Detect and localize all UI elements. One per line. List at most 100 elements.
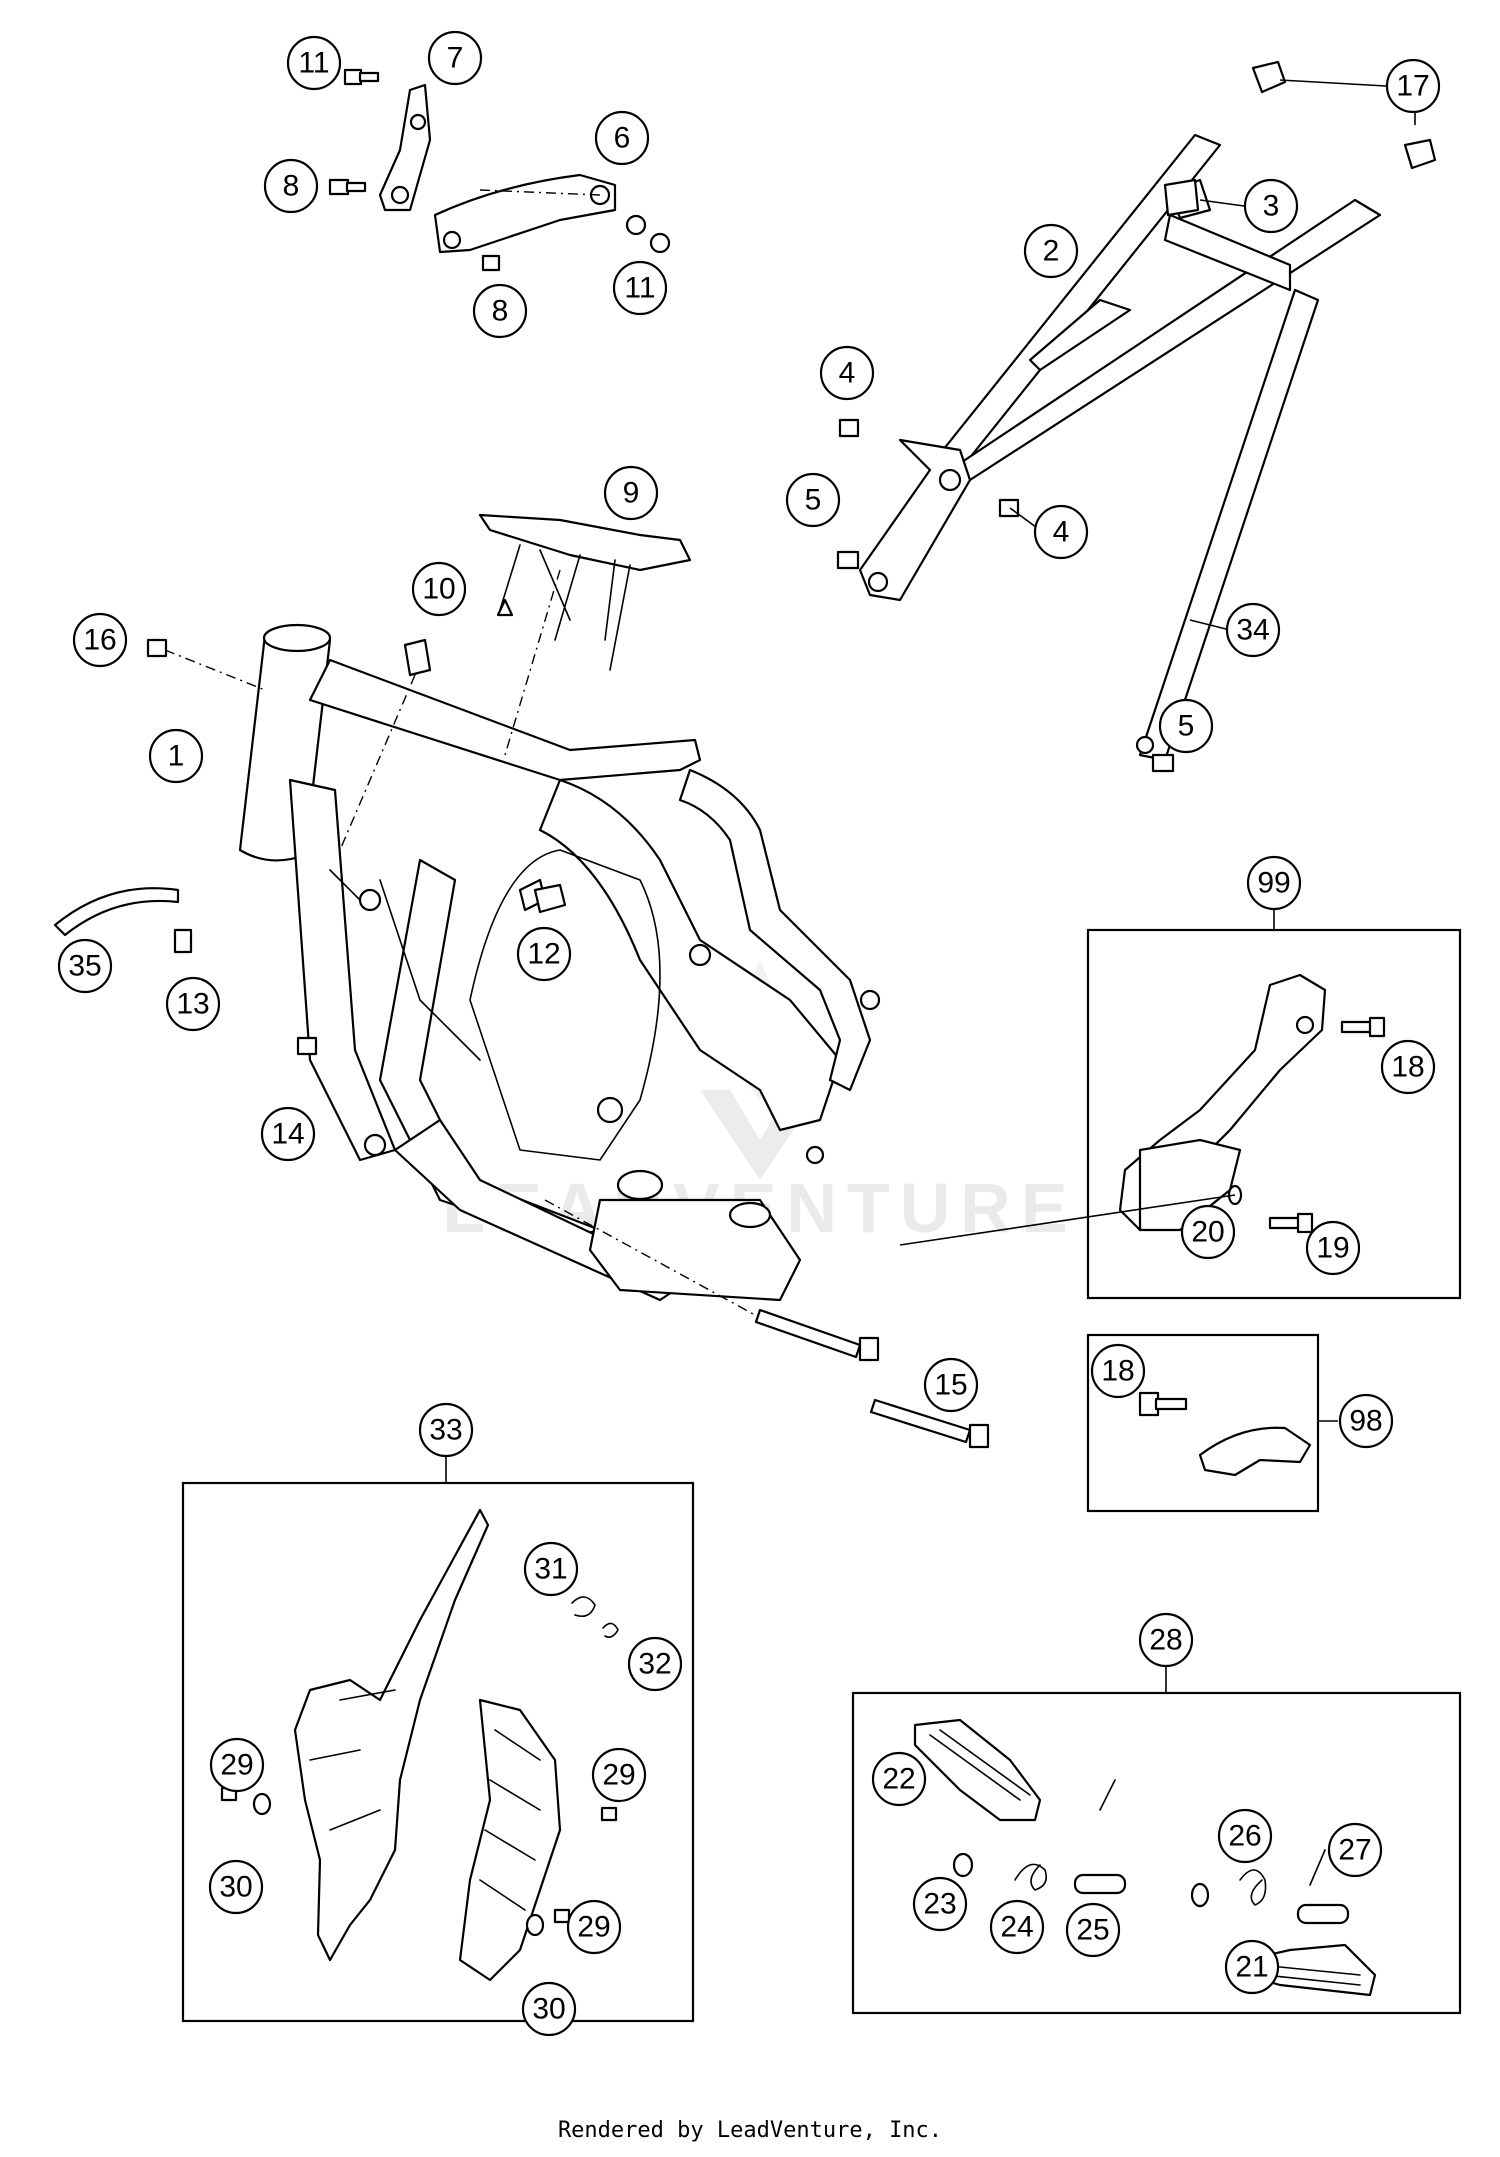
assembly-lines — [164, 189, 756, 1316]
svg-text:22: 22 — [882, 1763, 915, 1796]
bolt-5-upper[interactable] — [836, 550, 860, 570]
callout-12: 12 — [516, 926, 572, 982]
bolt-4-lower[interactable] — [998, 498, 1020, 518]
svg-text:10: 10 — [422, 573, 455, 606]
bolt-5-lower[interactable] — [1151, 753, 1175, 773]
cotter-pin-upper[interactable] — [1099, 1779, 1116, 1811]
svg-text:16: 16 — [83, 624, 116, 657]
spring-26[interactable] — [1239, 1869, 1267, 1906]
subframe[interactable] — [858, 133, 1382, 762]
washer-left-22[interactable] — [1190, 1882, 1210, 1908]
callout-34: 34 — [1225, 602, 1281, 658]
pin-25[interactable] — [1073, 1873, 1127, 1895]
bolt-18-box99[interactable] — [1340, 1016, 1386, 1038]
callout-20: 20 — [1180, 1204, 1236, 1260]
svg-text:30: 30 — [532, 1993, 565, 2026]
clip-10[interactable] — [403, 638, 432, 677]
clamp-31[interactable] — [571, 1596, 596, 1618]
spring-24[interactable] — [1014, 1863, 1048, 1891]
callout-8-lower: 8 — [472, 283, 528, 339]
washer-23[interactable] — [952, 1852, 974, 1878]
callout-24: 24 — [989, 1899, 1045, 1955]
frame-guard-left[interactable] — [293, 1508, 490, 1962]
swingarm-bolt-15[interactable] — [754, 1308, 990, 1449]
svg-text:9: 9 — [623, 477, 640, 510]
callout-25: 25 — [1065, 1902, 1121, 1958]
nut-14[interactable] — [296, 1036, 318, 1056]
frame-guard-right[interactable] — [458, 1698, 562, 1982]
top-engine-mount-plate[interactable] — [433, 173, 617, 254]
callout-1: 1 — [148, 728, 204, 784]
fitting-13[interactable] — [173, 928, 193, 954]
callout-6: 6 — [594, 110, 650, 166]
svg-text:32: 32 — [638, 1648, 671, 1681]
callout-2: 2 — [1023, 223, 1079, 279]
screw-29-right-lower[interactable] — [553, 1908, 571, 1924]
cotter-pin-27[interactable] — [1309, 1849, 1326, 1886]
callout-18-box99: 18 — [1380, 1039, 1436, 1095]
screw-29-right-upper[interactable] — [600, 1806, 618, 1822]
callout-98: 98 — [1338, 1393, 1394, 1449]
svg-text:26: 26 — [1228, 1820, 1261, 1853]
leader-lines — [899, 79, 1416, 1246]
svg-text:34: 34 — [1236, 614, 1269, 647]
callout-22: 22 — [871, 1751, 927, 1807]
callout-35: 35 — [57, 938, 113, 994]
bolt-19[interactable] — [1268, 1212, 1314, 1234]
svg-text:17: 17 — [1396, 70, 1429, 103]
svg-text:25: 25 — [1076, 1914, 1109, 1947]
clamp-32[interactable] — [602, 1622, 619, 1638]
kickstand-assembly-99[interactable] — [1118, 973, 1327, 1232]
callout-29-left: 29 — [209, 1737, 265, 1793]
footpeg-22[interactable] — [913, 1718, 1042, 1822]
callout-99: 99 — [1246, 855, 1302, 911]
top-mount-bracket[interactable] — [378, 83, 432, 212]
footer-credit: Rendered by LeadVenture, Inc. — [557, 2118, 943, 2143]
kickstand-foot-98[interactable] — [1198, 1426, 1312, 1477]
hose-35[interactable] — [53, 887, 180, 937]
pin-left[interactable] — [1296, 1903, 1350, 1925]
svg-text:18: 18 — [1101, 1355, 1134, 1388]
svg-text:15: 15 — [934, 1369, 967, 1402]
callout-30-right: 30 — [521, 1981, 577, 2037]
footpeg-21[interactable] — [1243, 1943, 1377, 1997]
bolt-8-upper[interactable] — [328, 178, 367, 196]
callout-4-lower: 4 — [1033, 504, 1089, 560]
svg-text:27: 27 — [1338, 1834, 1371, 1867]
svg-text:24: 24 — [1000, 1911, 1033, 1944]
washer-30-right[interactable] — [525, 1913, 545, 1937]
svg-text:7: 7 — [447, 42, 464, 75]
callout-30-left: 30 — [208, 1859, 264, 1915]
callout-16: 16 — [72, 612, 128, 668]
svg-text:1: 1 — [168, 740, 185, 773]
nut-11-right[interactable] — [625, 214, 671, 254]
callout-5-lower: 5 — [1158, 698, 1214, 754]
group-box-28 — [851, 1691, 1462, 2015]
svg-text:29: 29 — [577, 1911, 610, 1944]
svg-text:5: 5 — [805, 484, 822, 517]
svg-text:12: 12 — [527, 938, 560, 971]
callout-14: 14 — [260, 1106, 316, 1162]
bumper-17-lower[interactable] — [1403, 138, 1437, 170]
svg-text:20: 20 — [1191, 1216, 1224, 1249]
bolt-16[interactable] — [146, 638, 168, 658]
main-frame[interactable] — [238, 623, 881, 1302]
svg-text:29: 29 — [602, 1759, 635, 1792]
bumper-17-upper[interactable] — [1251, 60, 1287, 94]
callout-9: 9 — [603, 465, 659, 521]
bolt-8-lower[interactable] — [481, 254, 501, 272]
callout-13: 13 — [165, 976, 221, 1032]
bolt-18-box98[interactable] — [1138, 1391, 1188, 1417]
bolt-4-upper[interactable] — [838, 418, 860, 438]
callout-29-right-lower: 29 — [566, 1899, 622, 1955]
callout-19: 19 — [1305, 1220, 1361, 1276]
svg-text:8: 8 — [283, 170, 300, 203]
bolt-11-upper[interactable] — [343, 68, 380, 86]
svg-text:8: 8 — [492, 295, 509, 328]
washer-30-left[interactable] — [252, 1792, 272, 1816]
svg-text:18: 18 — [1391, 1051, 1424, 1084]
callout-10: 10 — [411, 561, 467, 617]
bracket-3[interactable] — [1163, 178, 1200, 217]
frame-bracket-9[interactable] — [478, 513, 692, 671]
clip-12[interactable] — [533, 883, 567, 914]
